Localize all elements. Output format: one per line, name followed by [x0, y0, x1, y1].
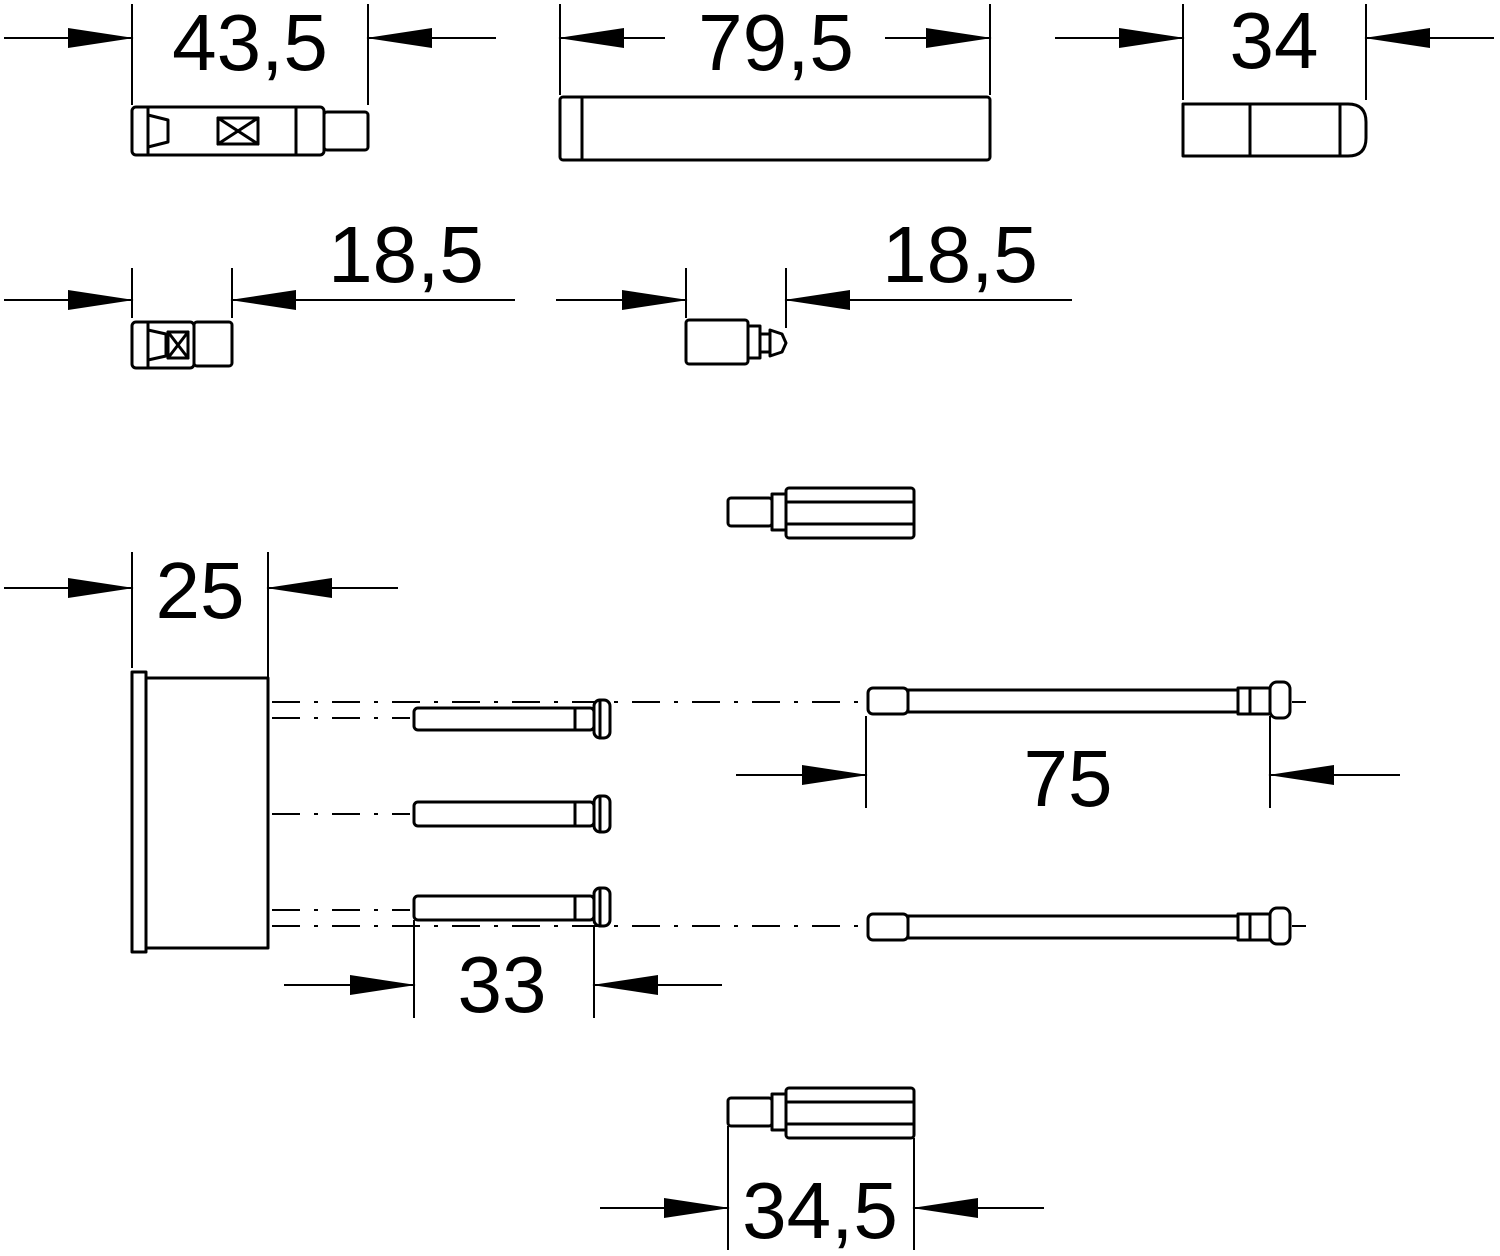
sleeve-part [1181, 102, 1368, 158]
dimension-25: 25 [4, 546, 398, 678]
short-screw-1 [412, 698, 612, 740]
dimension-18-5-right: 18,5 [556, 210, 1072, 328]
dimension-label-25: 25 [156, 546, 245, 635]
dimension-label-43-5: 43,5 [172, 0, 328, 87]
dimension-43-5: 43,5 [4, 0, 496, 105]
extension-rod-part [558, 95, 992, 162]
dimension-label-18-5-right: 18,5 [882, 210, 1038, 299]
dimension-label-33: 33 [458, 940, 547, 1029]
connector-part [684, 318, 788, 366]
short-screw-3 [412, 886, 612, 928]
adapter-part-2 [130, 320, 234, 370]
dimension-label-34: 34 [1230, 0, 1319, 85]
dimension-33: 33 [284, 920, 722, 1029]
long-screw-1 [866, 680, 1292, 720]
adapter-part-1 [130, 105, 370, 157]
dimension-label-79-5: 79,5 [698, 0, 854, 87]
spindle-part-bottom [726, 1086, 916, 1140]
dimension-75: 75 [736, 716, 1400, 823]
spindle-part-top [726, 486, 916, 540]
dimension-label-34-5: 34,5 [742, 1166, 898, 1255]
short-screw-2 [412, 794, 612, 834]
dimension-79-5: 79,5 [558, 0, 992, 95]
dimension-label-18-5-left: 18,5 [328, 210, 484, 299]
dimension-34-5: 34,5 [600, 1126, 1044, 1255]
cover-plate [130, 670, 270, 954]
dimension-18-5-left: 18,5 [4, 210, 515, 318]
long-screw-2 [866, 906, 1292, 946]
dimension-34: 34 [1055, 0, 1494, 100]
dimension-label-75: 75 [1024, 734, 1113, 823]
